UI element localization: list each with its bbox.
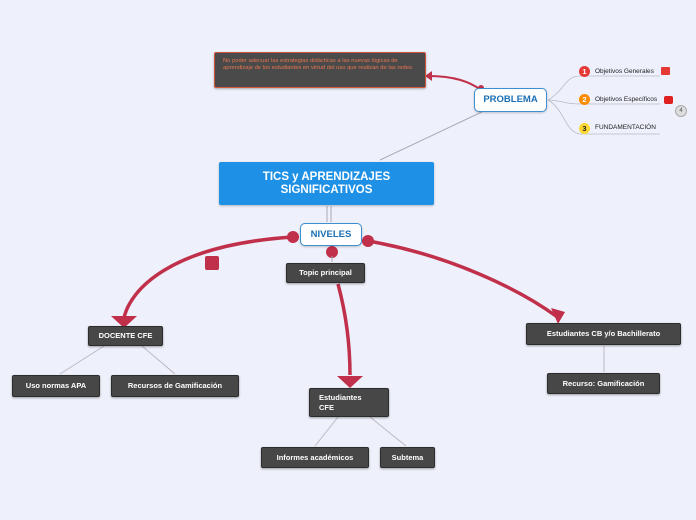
connector-niveles-docente <box>122 235 294 319</box>
connector-topic-estudiantes-cfe <box>336 283 352 376</box>
connector-cfe-subtema <box>369 416 407 447</box>
handle-niveles-left <box>287 231 299 243</box>
connector-niveles-estudiantes-cb <box>367 239 558 318</box>
youtube-icon[interactable] <box>664 96 673 104</box>
problema-node[interactable]: PROBLEMA <box>474 88 547 112</box>
handle-niveles-bottom <box>326 246 338 258</box>
topic-principal-node[interactable]: Topic principal <box>286 263 365 283</box>
connector-objetivos-especificos <box>547 99 660 105</box>
arrowhead-estudiantes-cb <box>551 308 565 324</box>
red-square-marker <box>205 256 219 270</box>
connector-cfe-informes <box>314 416 339 447</box>
connector-central-problema <box>379 109 487 161</box>
estudiantes-cfe-node[interactable]: Estudiantes CFE <box>309 388 389 417</box>
red-square-icon <box>661 67 670 75</box>
arrowhead-docente <box>111 316 137 328</box>
connector-objetivos-generales <box>547 75 660 101</box>
estudiantes-cfe-line1: Estudiantes <box>319 393 362 402</box>
fundamentacion-item[interactable]: FUNDAMENTACIÓN <box>595 124 656 131</box>
connector-problema-note <box>427 75 482 91</box>
objetivos-generales-item[interactable]: Objetivos Generales <box>595 68 654 75</box>
connector-docente-apa <box>59 345 105 375</box>
estudiantes-cfe-line2: CFE <box>319 403 334 412</box>
collapsed-count-badge[interactable]: 4 <box>675 105 687 117</box>
recurso-gamificacion-node[interactable]: Recurso: Gamificación <box>547 373 660 394</box>
central-topic[interactable]: TICS y APRENDIZAJES SIGNIFICATIVOS <box>219 162 434 205</box>
connector-fundamentacion <box>547 99 660 135</box>
recursos-gamificacion-node[interactable]: Recursos de Gamificación <box>111 375 239 397</box>
informes-academicos-node[interactable]: Informes académicos <box>261 447 369 468</box>
handle-niveles-right <box>362 235 374 247</box>
subtema-node[interactable]: Subtema <box>380 447 435 468</box>
central-title-line1: TICS y APRENDIZAJES <box>262 171 391 183</box>
estudiantes-cb-node[interactable]: Estudiantes CB y/o Bachillerato <box>526 323 681 345</box>
number-1-icon: 1 <box>579 66 590 77</box>
arrowhead-estudiantes-cfe <box>337 376 363 388</box>
arrowhead-note <box>425 71 432 81</box>
number-2-icon: 2 <box>579 94 590 105</box>
central-title-line2: SIGNIFICATIVOS <box>280 184 373 196</box>
docente-cfe-node[interactable]: DOCENTE CFE <box>88 326 163 346</box>
uso-normas-apa-node[interactable]: Uso normas APA <box>12 375 100 397</box>
problema-note[interactable]: No poder adecuar las estrategias didácti… <box>214 52 426 88</box>
number-3-icon: 3 <box>579 123 590 134</box>
niveles-node[interactable]: NIVELES <box>300 223 362 246</box>
connector-docente-gamificacion <box>141 345 176 375</box>
objetivos-especificos-item[interactable]: Objetivos Específicos <box>595 96 658 103</box>
